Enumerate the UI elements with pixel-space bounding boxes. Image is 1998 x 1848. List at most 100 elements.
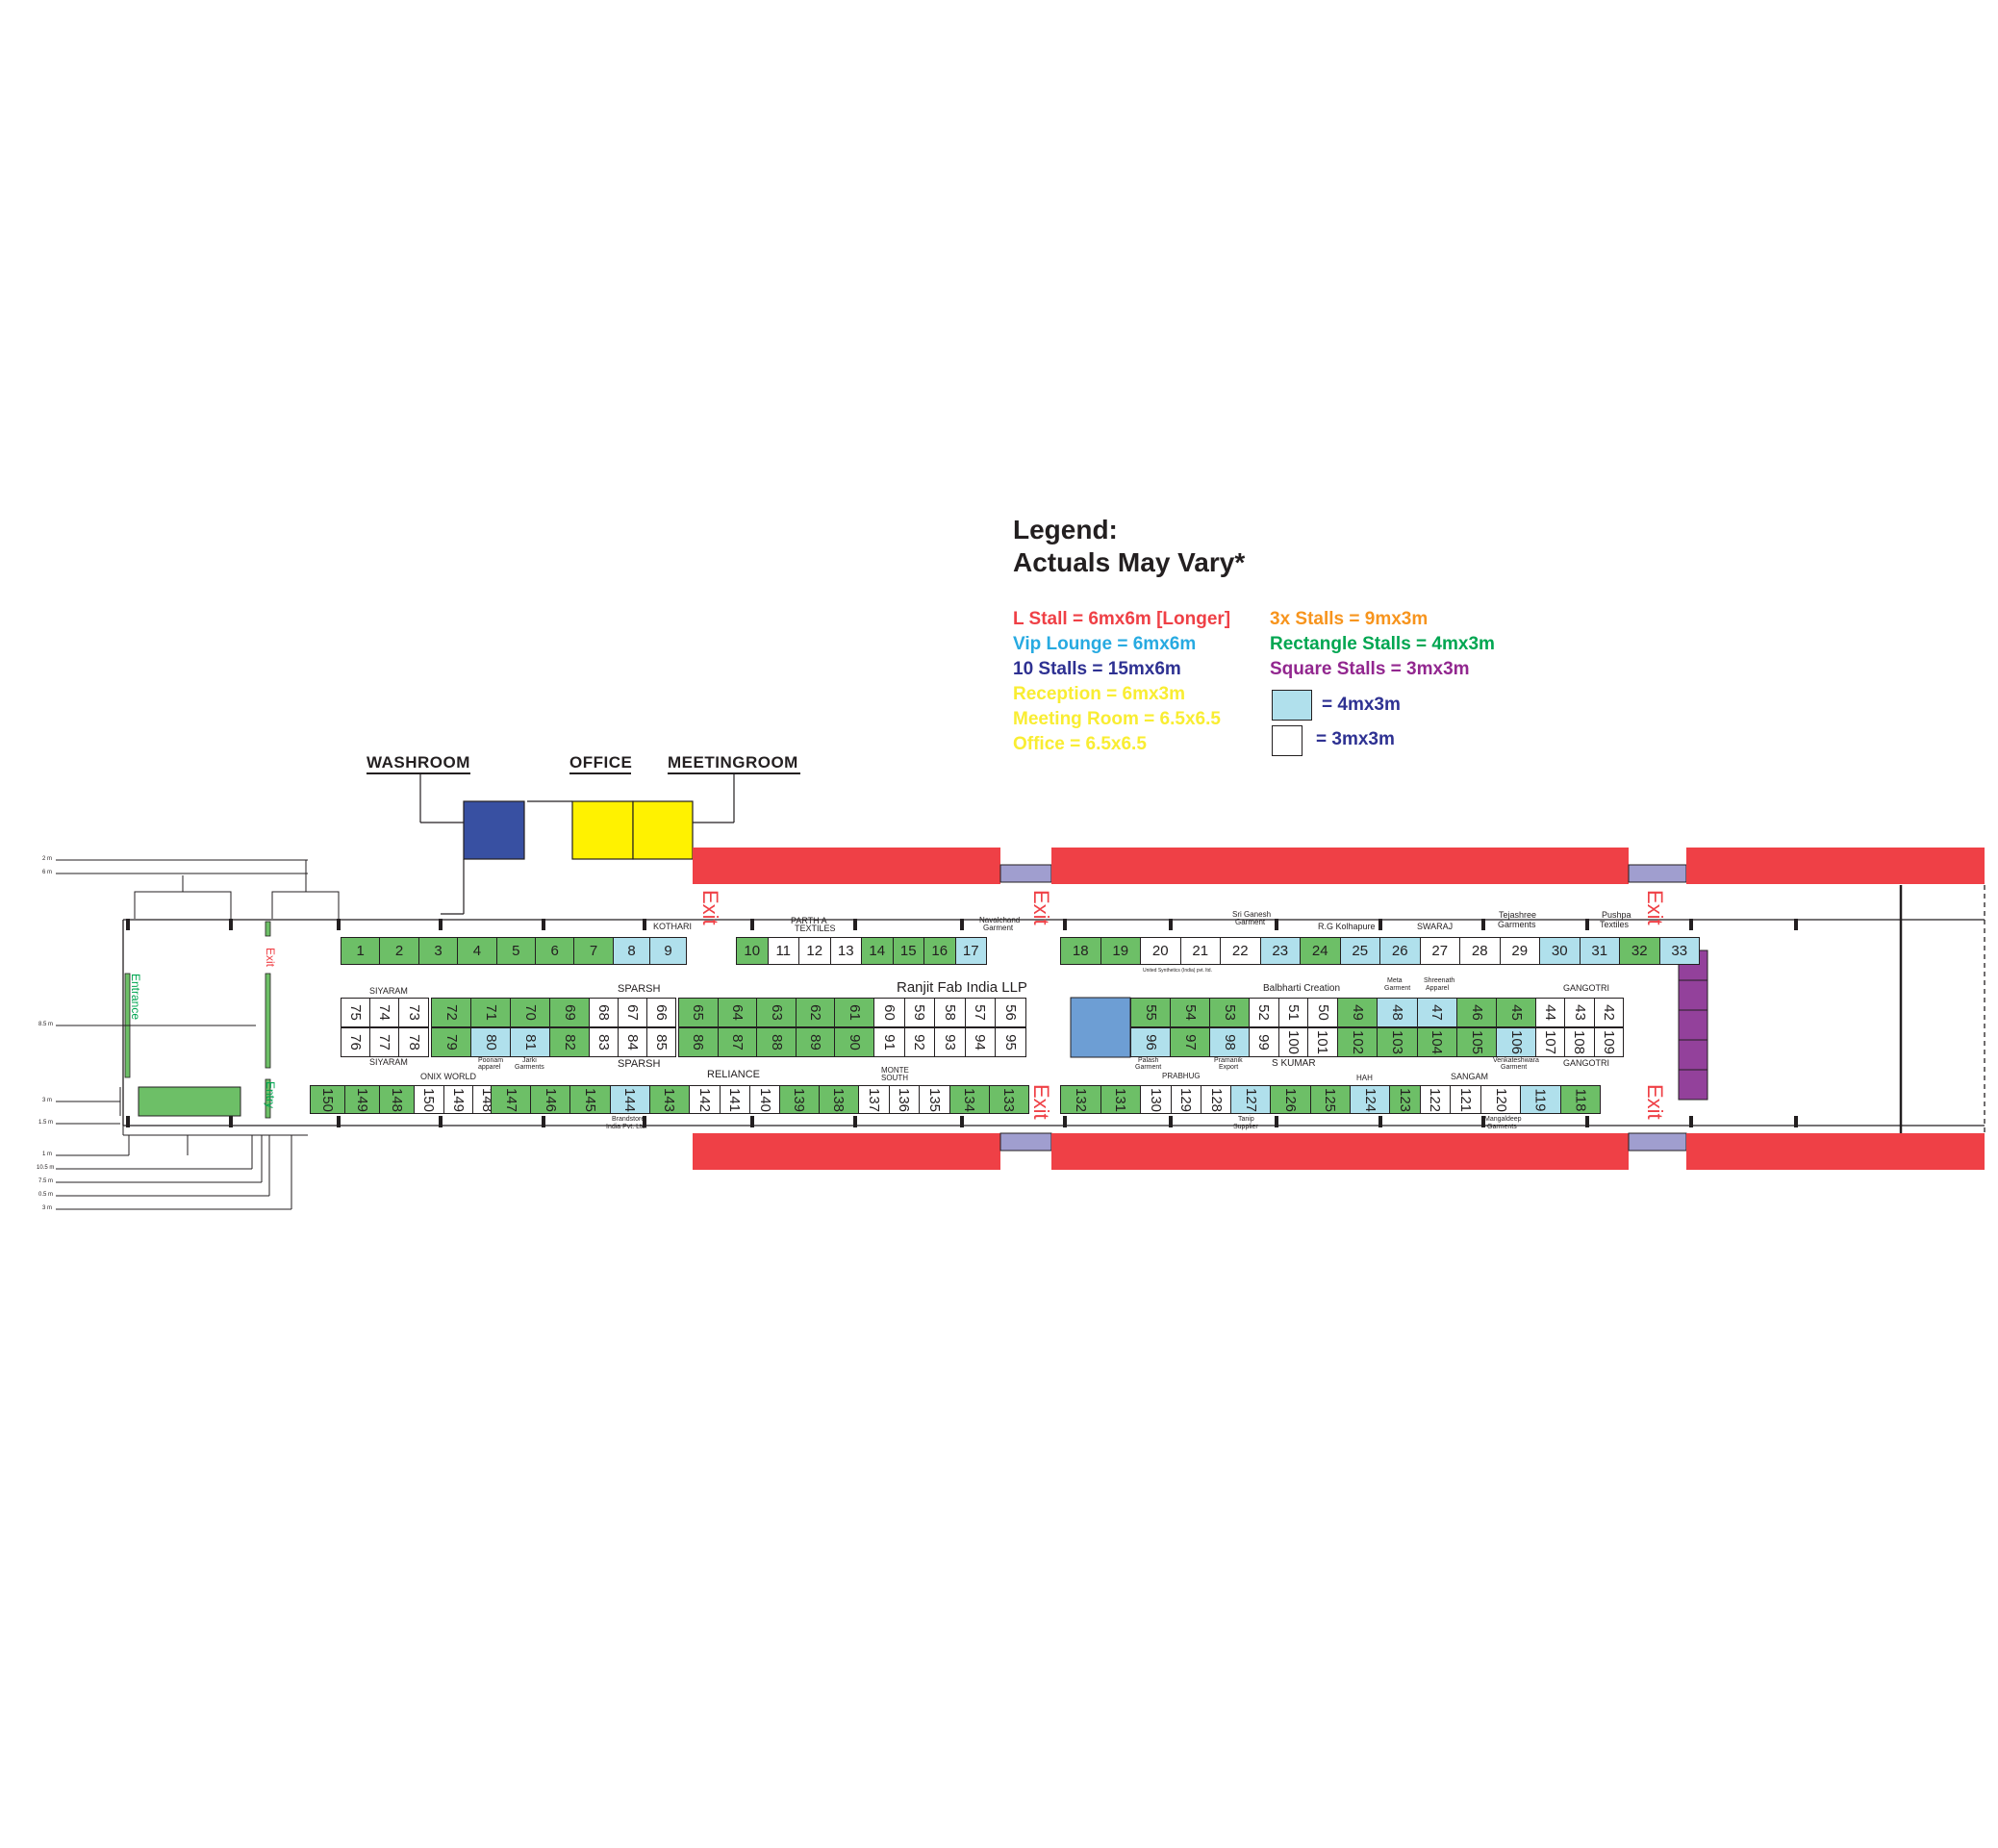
- stall-86[interactable]: 86: [678, 1027, 719, 1057]
- stall-93[interactable]: 93: [934, 1027, 966, 1057]
- stall-58[interactable]: 58: [934, 998, 966, 1027]
- stall-85[interactable]: 85: [646, 1027, 676, 1057]
- stall-73[interactable]: 73: [398, 998, 429, 1027]
- stall-103[interactable]: 103: [1377, 1027, 1418, 1057]
- stall-42[interactable]: 42: [1593, 998, 1624, 1027]
- stall-63[interactable]: 63: [756, 998, 797, 1027]
- stall-33[interactable]: 33: [1658, 937, 1700, 965]
- stall-49[interactable]: 49: [1337, 998, 1378, 1027]
- stall-119[interactable]: 119: [1520, 1085, 1561, 1114]
- stall-74[interactable]: 74: [369, 998, 400, 1027]
- stall-8[interactable]: 8: [613, 937, 650, 965]
- stall-19[interactable]: 19: [1100, 937, 1141, 965]
- stall-88[interactable]: 88: [756, 1027, 797, 1057]
- stall-43[interactable]: 43: [1564, 998, 1595, 1027]
- stall-92[interactable]: 92: [903, 1027, 935, 1057]
- stall-147[interactable]: 147: [491, 1085, 532, 1114]
- stall-55[interactable]: 55: [1130, 998, 1171, 1027]
- stall-123[interactable]: 123: [1389, 1085, 1421, 1114]
- stall-54[interactable]: 54: [1170, 998, 1210, 1027]
- stall-70[interactable]: 70: [510, 998, 550, 1027]
- stall-132[interactable]: 132: [1060, 1085, 1101, 1114]
- stall-11[interactable]: 11: [767, 937, 799, 965]
- stall-27[interactable]: 27: [1419, 937, 1460, 965]
- stall-84[interactable]: 84: [618, 1027, 647, 1057]
- stall-31[interactable]: 31: [1579, 937, 1620, 965]
- stall-71[interactable]: 71: [470, 998, 511, 1027]
- stall-91[interactable]: 91: [873, 1027, 905, 1057]
- stall-45[interactable]: 45: [1496, 998, 1537, 1027]
- stall-82[interactable]: 82: [549, 1027, 590, 1057]
- stall-149[interactable]: 149: [344, 1085, 380, 1114]
- stall-108[interactable]: 108: [1564, 1027, 1595, 1057]
- stall-90[interactable]: 90: [834, 1027, 874, 1057]
- stall-13[interactable]: 13: [829, 937, 862, 965]
- stall-107[interactable]: 107: [1535, 1027, 1566, 1057]
- stall-59[interactable]: 59: [903, 998, 935, 1027]
- stall-120[interactable]: 120: [1480, 1085, 1522, 1114]
- stall-101[interactable]: 101: [1307, 1027, 1338, 1057]
- stall-145[interactable]: 145: [569, 1085, 611, 1114]
- stall-75[interactable]: 75: [341, 998, 371, 1027]
- stall-127[interactable]: 127: [1230, 1085, 1272, 1114]
- stall-67[interactable]: 67: [618, 998, 647, 1027]
- stall-52[interactable]: 52: [1249, 998, 1279, 1027]
- stall-83[interactable]: 83: [589, 1027, 619, 1057]
- stall-9[interactable]: 9: [649, 937, 687, 965]
- stall-140[interactable]: 140: [749, 1085, 781, 1114]
- stall-143[interactable]: 143: [649, 1085, 690, 1114]
- stall-95[interactable]: 95: [995, 1027, 1026, 1057]
- stall-3[interactable]: 3: [417, 937, 459, 965]
- stall-61[interactable]: 61: [834, 998, 874, 1027]
- stall-105[interactable]: 105: [1455, 1027, 1498, 1057]
- stall-98[interactable]: 98: [1209, 1027, 1250, 1057]
- stall-10[interactable]: 10: [736, 937, 769, 965]
- stall-125[interactable]: 125: [1309, 1085, 1351, 1114]
- stall-79[interactable]: 79: [431, 1027, 471, 1057]
- stall-4[interactable]: 4: [457, 937, 497, 965]
- stall-130[interactable]: 130: [1140, 1085, 1172, 1114]
- stall-26[interactable]: 26: [1379, 937, 1421, 965]
- stall-106[interactable]: 106: [1496, 1027, 1537, 1057]
- stall-122[interactable]: 122: [1419, 1085, 1452, 1114]
- stall-146[interactable]: 146: [530, 1085, 571, 1114]
- stall-136[interactable]: 136: [888, 1085, 920, 1114]
- stall-76[interactable]: 76: [341, 1027, 371, 1057]
- stall-46[interactable]: 46: [1455, 998, 1498, 1027]
- stall-104[interactable]: 104: [1416, 1027, 1457, 1057]
- stall-124[interactable]: 124: [1349, 1085, 1391, 1114]
- stall-15[interactable]: 15: [892, 937, 924, 965]
- stall-16[interactable]: 16: [923, 937, 956, 965]
- stall-97[interactable]: 97: [1170, 1027, 1210, 1057]
- stall-7[interactable]: 7: [573, 937, 614, 965]
- stall-14[interactable]: 14: [861, 937, 894, 965]
- stall-32[interactable]: 32: [1619, 937, 1660, 965]
- stall-2[interactable]: 2: [379, 937, 419, 965]
- stall-22[interactable]: 22: [1220, 937, 1261, 965]
- stall-128[interactable]: 128: [1201, 1085, 1232, 1114]
- stall-48[interactable]: 48: [1377, 998, 1418, 1027]
- stall-17[interactable]: 17: [954, 937, 987, 965]
- stall-68[interactable]: 68: [589, 998, 619, 1027]
- stall-29[interactable]: 29: [1499, 937, 1540, 965]
- stall-80[interactable]: 80: [470, 1027, 511, 1057]
- stall-138[interactable]: 138: [819, 1085, 859, 1114]
- stall-12[interactable]: 12: [798, 937, 831, 965]
- stall-78[interactable]: 78: [398, 1027, 429, 1057]
- stall-25[interactable]: 25: [1339, 937, 1380, 965]
- stall-118[interactable]: 118: [1559, 1085, 1601, 1114]
- stall-51[interactable]: 51: [1277, 998, 1309, 1027]
- stall-149[interactable]: 149: [443, 1085, 473, 1114]
- stall-139[interactable]: 139: [779, 1085, 820, 1114]
- stall-109[interactable]: 109: [1593, 1027, 1624, 1057]
- stall-150[interactable]: 150: [414, 1085, 444, 1114]
- stall-24[interactable]: 24: [1300, 937, 1341, 965]
- stall-148[interactable]: 148: [379, 1085, 415, 1114]
- stall-94[interactable]: 94: [964, 1027, 996, 1057]
- stall-133[interactable]: 133: [989, 1085, 1029, 1114]
- stall-20[interactable]: 20: [1140, 937, 1181, 965]
- stall-47[interactable]: 47: [1416, 998, 1457, 1027]
- stall-64[interactable]: 64: [717, 998, 758, 1027]
- stall-6[interactable]: 6: [535, 937, 575, 965]
- stall-50[interactable]: 50: [1307, 998, 1338, 1027]
